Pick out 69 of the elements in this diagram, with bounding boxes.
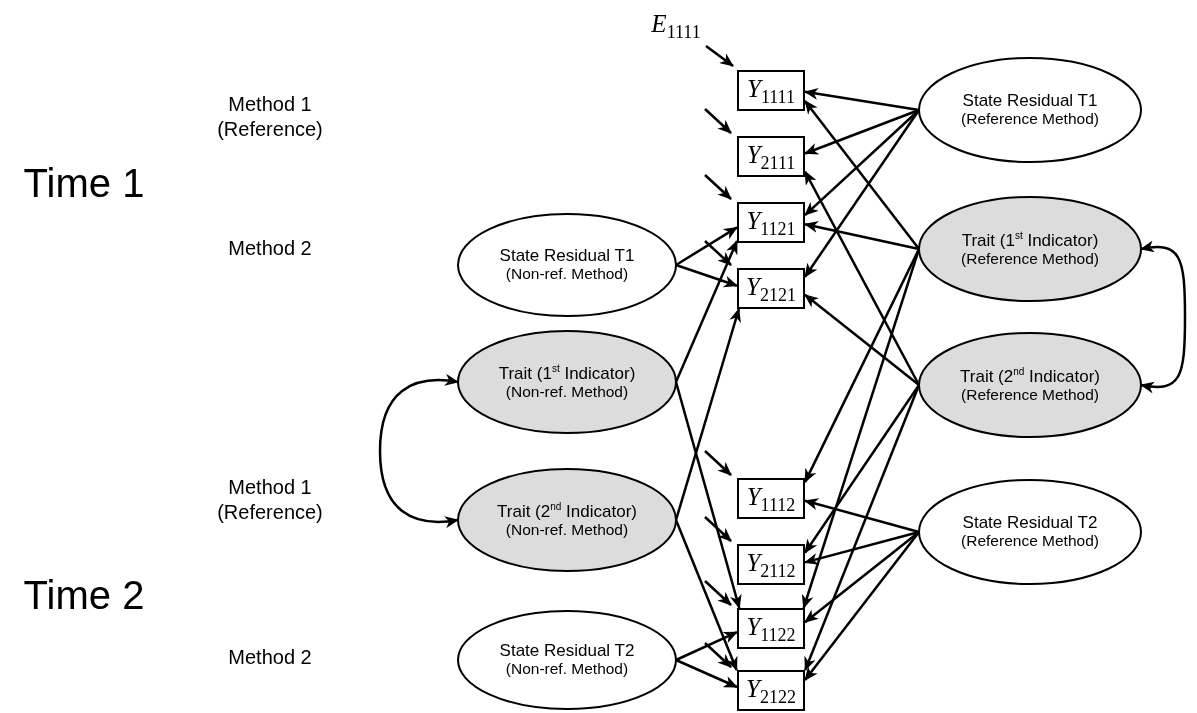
variable-label: Y$_{2121}$ [746, 273, 796, 304]
variable-label: Y$_{1112}$ [746, 483, 796, 514]
error-arrow [704, 516, 732, 542]
latent-variable-ellipse [918, 332, 1142, 438]
method-label: (Non-ref. Method) [505, 520, 629, 540]
latent-variable-ellipse [457, 330, 677, 434]
error-arrow [704, 580, 732, 606]
path-arrow [804, 530, 920, 565]
method-label: (Reference Method) [961, 110, 1099, 130]
variable-name: State Residual T1 [962, 90, 1098, 111]
observed-variable-box [737, 608, 805, 649]
path-arrow [801, 248, 921, 609]
error-arrow [704, 450, 732, 476]
observed-variable-box [737, 70, 805, 111]
variable-label: Y$_{1111}$ [747, 75, 795, 106]
path-arrow [674, 308, 741, 521]
observed-variable-box [737, 202, 805, 243]
method-label: Method 2 [227, 236, 313, 261]
time-label: Time 2 [22, 572, 146, 619]
method-label: (Non-ref. Method) [505, 660, 629, 680]
correlation-arrow [1140, 241, 1187, 393]
variable-label: Y$_{2111}$ [746, 141, 796, 172]
latent-variable-ellipse [918, 196, 1142, 302]
correlation-arrow [378, 374, 459, 528]
observed-variable-box [737, 670, 805, 711]
method-label: Method 1 (Reference) [216, 475, 324, 525]
method-label: (Reference Method) [961, 385, 1099, 405]
error-arrow [704, 240, 732, 266]
path-arrow [804, 221, 920, 251]
path-arrow [675, 226, 738, 267]
variable-name: State Residual T1 [499, 245, 635, 266]
variable-label: Y$_{2112}$ [746, 549, 796, 580]
variable-name: Trait (1$^{st}$ Indicator) [961, 229, 1099, 250]
latent-variable-ellipse [918, 57, 1142, 163]
observed-variable-box [737, 544, 805, 585]
latent-variable-ellipse [457, 610, 677, 710]
variable-label: Y$_{2122}$ [746, 675, 796, 706]
variable-name: Trait (2$^{nd}$ Indicator) [960, 365, 1100, 386]
time-label: Time 1 [22, 160, 146, 207]
method-label: (Non-ref. Method) [505, 265, 629, 285]
variable-name: State Residual T2 [499, 640, 635, 661]
method-label: Method 1 (Reference) [216, 92, 324, 142]
variable-name: Trait (2$^{nd}$ Indicator) [497, 500, 637, 521]
variable-label: Y$_{1121}$ [746, 207, 796, 238]
path-arrow [804, 498, 920, 534]
variable-name: State Residual T2 [962, 512, 1098, 533]
path-arrow [675, 631, 738, 662]
observed-variable-box [737, 478, 805, 519]
path-arrow [804, 108, 920, 155]
error-arrow [704, 642, 732, 668]
method-label: Method 2 [227, 645, 313, 670]
variable-label: Y$_{1122}$ [746, 613, 796, 644]
latent-variable-ellipse [918, 479, 1142, 585]
path-arrow [804, 87, 920, 112]
variable-name: Trait (1$^{st}$ Indicator) [498, 362, 636, 383]
latent-variable-ellipse [457, 213, 677, 317]
latent-variable-ellipse [457, 468, 677, 572]
error-term-label: E$_{1111}$ [651, 11, 701, 41]
path-arrow [804, 293, 920, 386]
path-arrow [804, 100, 920, 250]
method-label: (Reference Method) [961, 249, 1099, 269]
method-label: (Reference Method) [961, 532, 1099, 552]
observed-variable-box [737, 136, 805, 177]
error-arrow [704, 174, 732, 200]
path-arrow [674, 240, 739, 383]
method-label: (Non-ref. Method) [505, 382, 629, 402]
observed-variable-box [737, 268, 805, 309]
path-arrow [705, 45, 734, 67]
error-arrow [704, 108, 732, 134]
